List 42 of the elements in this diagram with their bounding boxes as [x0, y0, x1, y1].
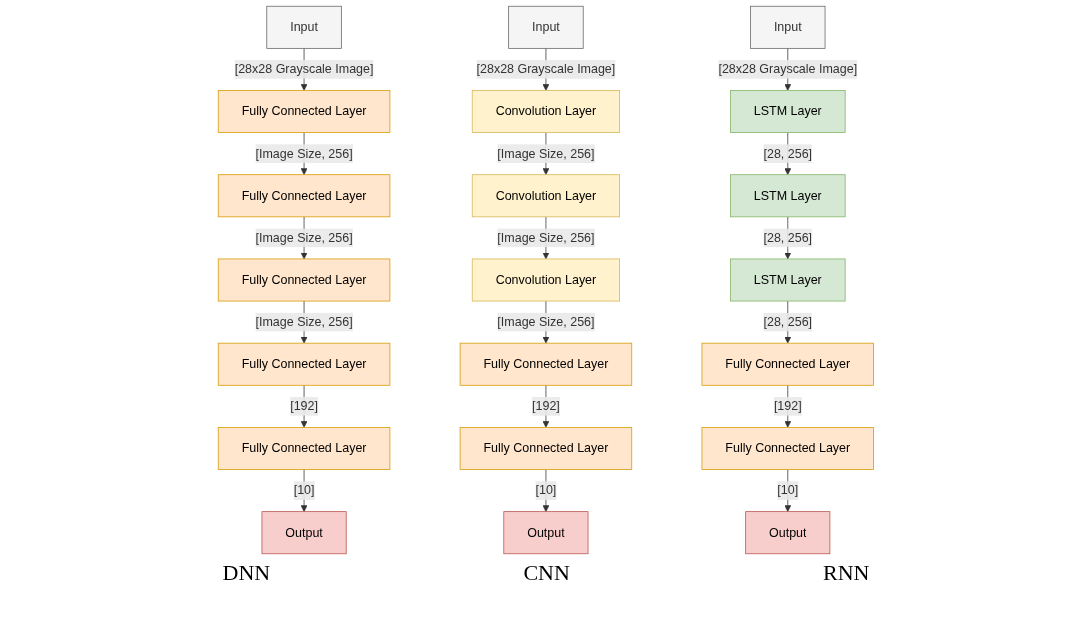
edge-label: [192]	[773, 399, 802, 413]
edge-label: [28x28 Grayscale Image]	[718, 62, 858, 76]
edge-label: [Image Size, 256]	[255, 315, 353, 329]
node-box: Convolution Layer	[471, 90, 621, 133]
edge-label: [28x28 Grayscale Image]	[476, 62, 616, 76]
node-box: Fully Connected Layer	[217, 342, 391, 386]
edge-label: [28, 256]	[763, 315, 813, 329]
node-box: Output	[261, 511, 347, 555]
node-box: Fully Connected Layer	[701, 342, 875, 386]
node-box: Input	[750, 5, 826, 49]
node-box: Convolution Layer	[471, 258, 621, 302]
node-box: LSTM Layer	[730, 258, 846, 302]
edge-label: [Image Size, 256]	[255, 146, 353, 160]
node-box: Fully Connected Layer	[217, 90, 391, 133]
node-box: Fully Connected Layer	[459, 342, 633, 386]
edge-label: [Image Size, 256]	[497, 230, 595, 245]
node-box: LSTM Layer	[730, 90, 846, 133]
node-box: Fully Connected Layer	[217, 174, 391, 218]
edge-label: [192]	[290, 399, 319, 413]
node-box: Fully Connected Layer	[217, 427, 391, 470]
node-box: LSTM Layer	[730, 174, 846, 218]
edge-label: [28, 256]	[763, 230, 813, 245]
edge-label: [10]	[293, 483, 315, 497]
edge-label: [Image Size, 256]	[497, 315, 595, 329]
edge-label: [28x28 Grayscale Image]	[234, 62, 374, 76]
column-caption: RNN	[822, 560, 870, 586]
node-box: Input	[508, 5, 584, 49]
node-box: Fully Connected Layer	[701, 427, 875, 470]
edge-label: [10]	[777, 483, 799, 497]
edge-label: [Image Size, 256]	[497, 146, 595, 160]
edge-label: [192]	[532, 399, 560, 413]
edge-label: [Image Size, 256]	[255, 230, 353, 245]
node-box: Convolution Layer	[471, 174, 621, 218]
node-box: Output	[503, 511, 589, 555]
node-box: Input	[266, 5, 342, 49]
node-box: Fully Connected Layer	[459, 427, 633, 470]
column-caption: CNN	[523, 560, 570, 586]
node-box: Fully Connected Layer	[217, 258, 391, 302]
node-box: Output	[745, 511, 831, 555]
column-caption: DNN	[222, 560, 271, 586]
edge-label: [28, 256]	[763, 146, 813, 160]
edge-label: [10]	[535, 483, 557, 497]
